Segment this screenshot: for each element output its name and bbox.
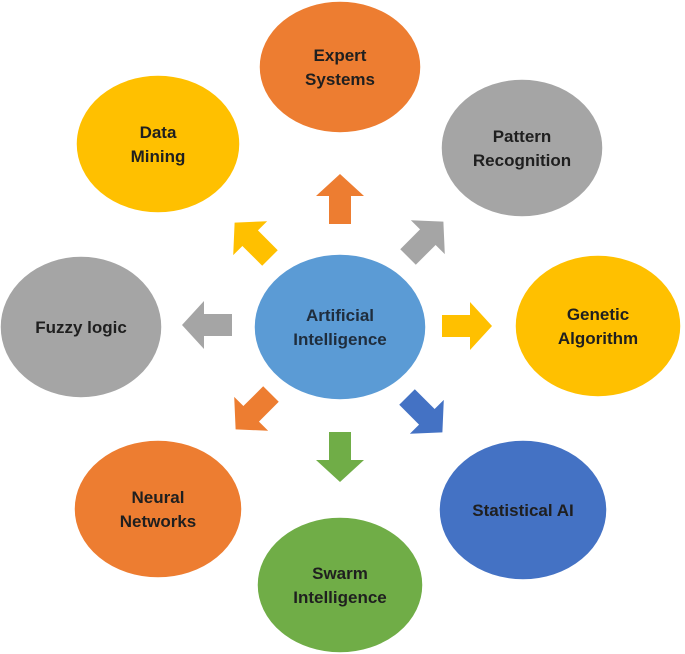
node-genetic-algorithm	[514, 254, 682, 398]
node-fuzzy-logic	[0, 255, 163, 399]
arrow-to-expert-systems	[316, 174, 364, 224]
arrow-to-neural-networks	[234, 386, 279, 431]
center-node-label-line-2: Intelligence	[293, 330, 387, 349]
node-statistical-ai	[438, 439, 608, 581]
node-fuzzy-logic-label-line-1: Fuzzy logic	[35, 318, 127, 337]
node-pattern-recognition	[440, 78, 604, 218]
node-swarm-intelligence-label-line-1: Swarm	[312, 564, 368, 583]
arrow-to-fuzzy-logic	[182, 301, 232, 349]
arrow-to-genetic-algorithm	[442, 302, 492, 350]
node-swarm-intelligence	[256, 516, 424, 654]
node-genetic-algorithm-label-line-2: Algorithm	[558, 329, 638, 348]
arrow-to-pattern-recognition	[400, 220, 445, 265]
node-data-mining-label-line-1: Data	[140, 123, 177, 142]
node-data-mining	[75, 74, 241, 214]
node-pattern-recognition-label-line-2: Recognition	[473, 151, 571, 170]
node-expert-systems-label-line-2: Systems	[305, 70, 375, 89]
node-pattern-recognition-label-line-1: Pattern	[493, 127, 552, 146]
node-swarm-intelligence-label-line-2: Intelligence	[293, 588, 387, 607]
node-expert-systems-label-line-1: Expert	[314, 46, 367, 65]
node-expert-systems	[258, 0, 422, 134]
node-neural-networks	[73, 439, 243, 579]
node-neural-networks-label-line-1: Neural	[132, 488, 185, 507]
node-data-mining-label-line-2: Mining	[131, 147, 186, 166]
node-genetic-algorithm-label-line-1: Genetic	[567, 305, 629, 324]
arrow-to-statistical-ai	[399, 389, 444, 434]
arrow-to-data-mining	[233, 221, 278, 266]
node-neural-networks-label-line-2: Networks	[120, 512, 197, 531]
arrow-to-swarm-intelligence	[316, 432, 364, 482]
center-node-artificial-intelligence	[253, 253, 427, 401]
node-statistical-ai-label-line-1: Statistical AI	[472, 501, 573, 520]
center-node-label-line-1: Artificial	[306, 306, 374, 325]
